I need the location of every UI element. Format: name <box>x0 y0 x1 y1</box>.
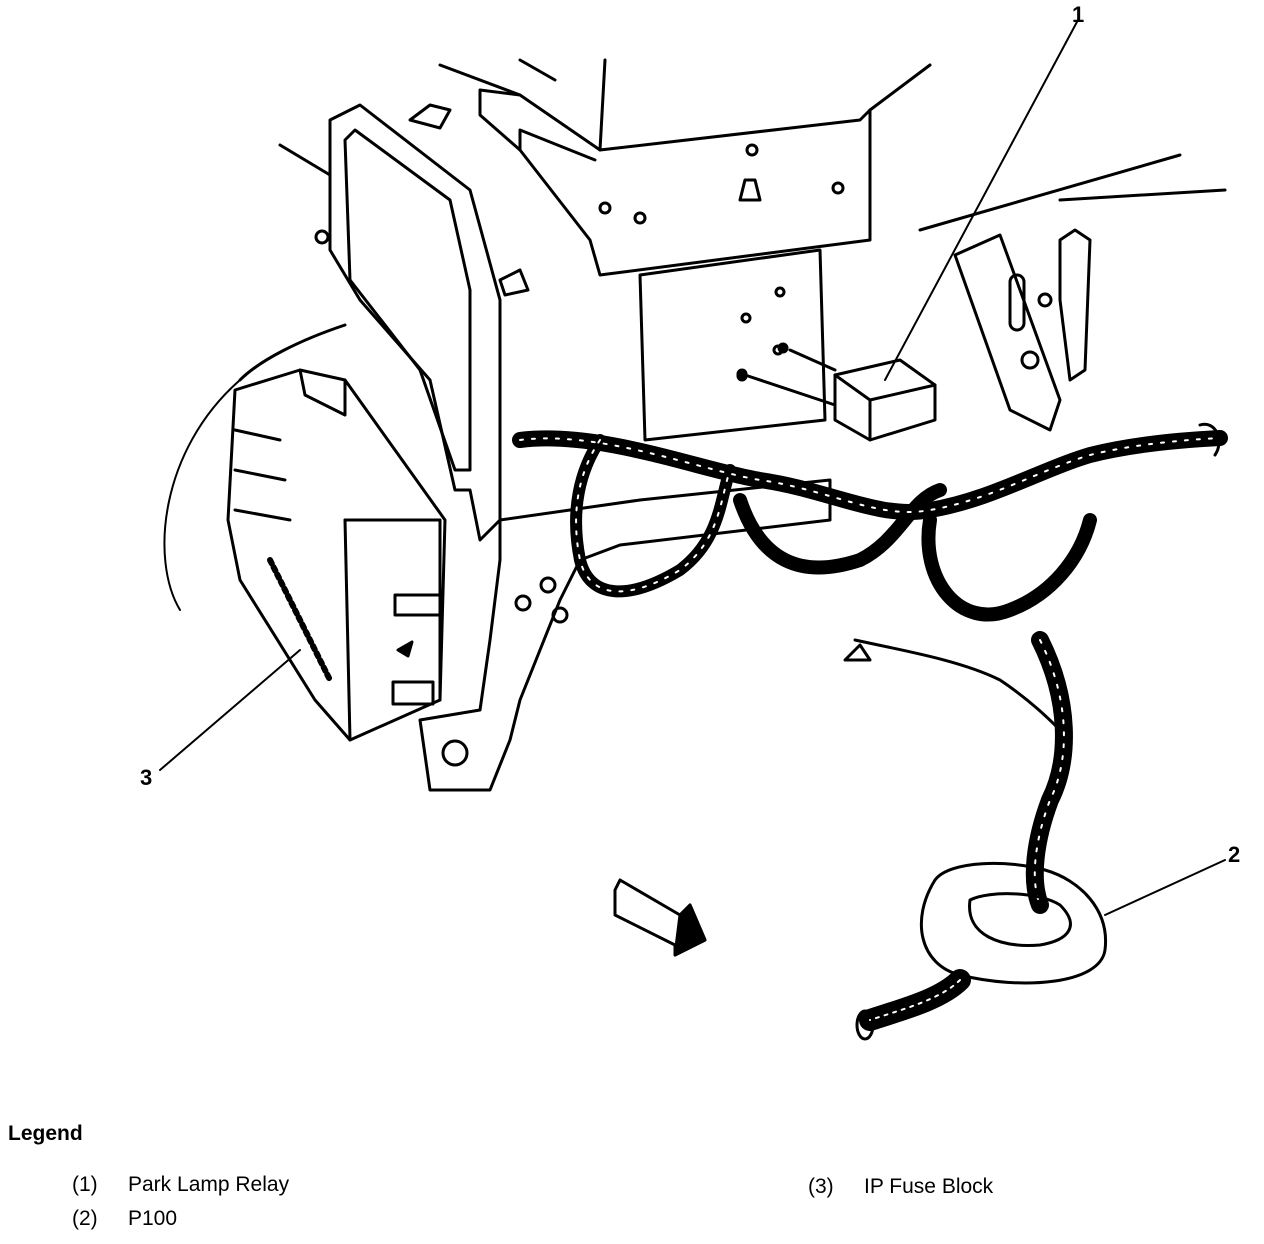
callout-1: 1 <box>1072 2 1084 27</box>
legend-item-number: (3) <box>808 1175 834 1198</box>
wiring-diagram: 1 2 3 <box>140 2 1240 1041</box>
lower-bracket <box>418 478 832 792</box>
legend-item-park-lamp-relay: (1) Park Lamp Relay <box>72 1173 289 1197</box>
p100-grommet <box>855 861 1108 1041</box>
upper-crossmember <box>438 58 932 277</box>
ground-pigtail <box>843 638 1062 732</box>
right-structure <box>918 153 1227 432</box>
park-lamp-relay <box>736 342 937 442</box>
legend-title: Legend <box>8 1122 83 1145</box>
wiring-harness <box>512 430 1228 914</box>
legend-item-label: Park Lamp Relay <box>128 1173 290 1196</box>
callout-leaders <box>159 19 1226 916</box>
mounting-plate <box>638 248 827 442</box>
legend-item-ip-fuse-block: (3) IP Fuse Block <box>808 1175 993 1199</box>
legend-item-number: (2) <box>72 1207 98 1230</box>
legend-item-number: (1) <box>72 1173 98 1196</box>
direction-arrow-icon <box>613 878 707 957</box>
left-bracket <box>238 103 530 542</box>
legend-item-p100: (2) P100 <box>72 1207 177 1231</box>
callout-2: 2 <box>1228 842 1240 867</box>
legend-item-label: P100 <box>128 1207 178 1230</box>
callout-3: 3 <box>140 765 152 790</box>
ip-fuse-block <box>226 368 447 742</box>
legend-item-label: IP Fuse Block <box>864 1175 994 1198</box>
